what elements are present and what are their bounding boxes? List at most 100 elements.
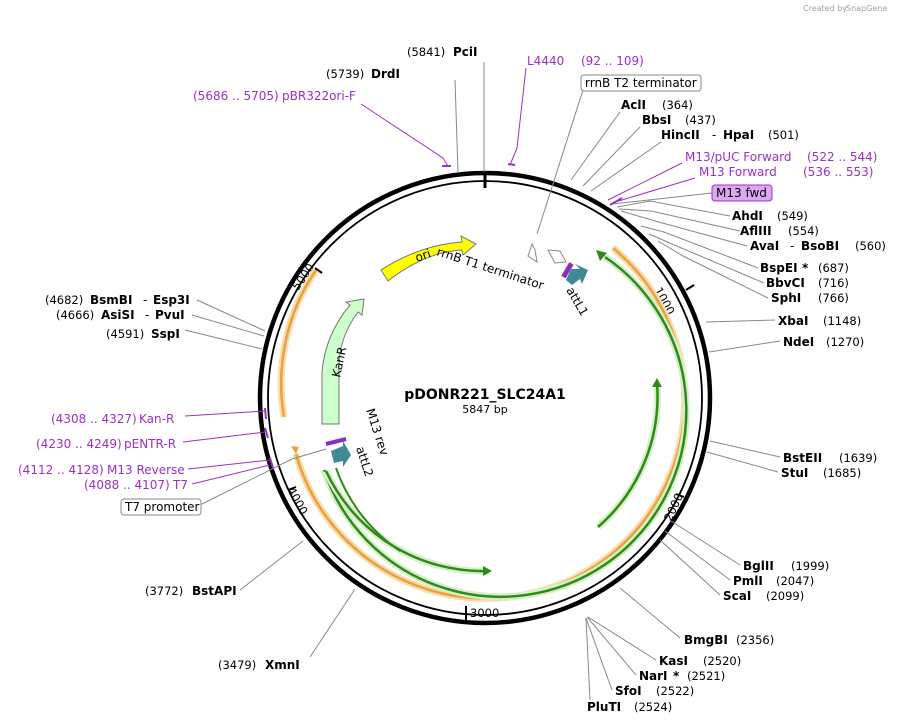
asisi-dash: - xyxy=(145,308,149,322)
orf-green-right-arrowhead xyxy=(652,378,662,387)
stui-pos: (1685) xyxy=(823,466,861,480)
orf-orange-arrowhead xyxy=(291,446,299,454)
bmgbi-name: BmgBI xyxy=(684,633,728,647)
afliii-pos: (554) xyxy=(788,224,819,238)
bsteii-name: BstEII xyxy=(783,451,822,465)
bbsi-pos: (437) xyxy=(685,113,716,127)
tick-mark-2000 xyxy=(675,493,685,498)
scai-name: ScaI xyxy=(723,589,751,603)
avai-dash: - xyxy=(790,239,794,253)
leader-nari xyxy=(586,616,637,676)
leader-bstapi xyxy=(239,540,304,591)
leader-xbai xyxy=(705,319,776,323)
leader-stui xyxy=(706,451,779,473)
leader-t7-promoter xyxy=(199,448,327,506)
ndei-name: NdeI xyxy=(783,335,814,349)
bspei-pos: (687) xyxy=(818,261,849,275)
leader-l4440 xyxy=(509,67,527,166)
t7-promoter-box xyxy=(120,498,202,516)
ori-label: ori xyxy=(413,246,432,264)
bglii-pos: (1999) xyxy=(791,559,829,573)
ahdi-name: AhdI xyxy=(732,209,763,223)
tick-mark-5000 xyxy=(314,267,323,274)
avai-name: AvaI xyxy=(750,239,779,253)
pluti-name: PluTI xyxy=(587,700,621,714)
plasmid-length: 5847 bp xyxy=(462,403,507,416)
hincii-dash: - xyxy=(712,128,716,142)
t7-mark xyxy=(269,457,274,469)
asisi-pos: (4666) xyxy=(56,308,94,322)
stui-name: StuI xyxy=(781,466,808,480)
m13r-name: M13 Reverse xyxy=(107,463,185,477)
leader-bmgbi xyxy=(619,587,681,639)
bbvci-pos: (716) xyxy=(818,276,849,290)
m13fwd-label: M13 fwd xyxy=(716,186,767,200)
drdi-name: DrdI xyxy=(371,67,400,81)
leader-drdi xyxy=(454,79,459,174)
credit-brand: SnapGene xyxy=(846,4,887,13)
pentr-r-name: pENTR-R xyxy=(124,437,176,451)
leader-bbsi xyxy=(582,126,641,187)
t7-promoter-label: T7 promoter xyxy=(124,500,200,514)
avai-pos: (560) xyxy=(855,239,886,253)
leader-bglii xyxy=(670,520,741,566)
bstapi-name: BstAPI xyxy=(192,584,237,598)
pcii-name: PciI xyxy=(453,45,478,59)
kasi-pos: (2520) xyxy=(703,654,741,668)
kanr-label: KanR xyxy=(329,345,349,378)
bspei-name: BspEI xyxy=(760,261,798,275)
m13fwd-box xyxy=(711,184,773,202)
leader-bbvci xyxy=(648,233,765,284)
hincii-name: HincII xyxy=(661,128,700,142)
sphi-name: SphI xyxy=(771,291,801,305)
m13f-range: (536 .. 553) xyxy=(803,165,873,179)
t7-name: T7 xyxy=(172,478,188,492)
leader-m13r xyxy=(187,459,271,470)
nari-pos: (2521) xyxy=(687,669,725,683)
attl1-primer-mark xyxy=(561,262,574,279)
bglii-name: BglII xyxy=(743,559,774,573)
tick-mark-1000 xyxy=(685,284,695,291)
orf-green-outer xyxy=(322,255,688,598)
leader-acli xyxy=(570,111,621,181)
plasmid-name: pDONR221_SLC24A1 xyxy=(404,387,566,403)
acli-name: AclI xyxy=(621,98,646,112)
hpai-name: HpaI xyxy=(723,128,754,142)
kanr-primer-range: (4308 .. 4327) xyxy=(51,412,137,426)
kanr-arrow xyxy=(321,298,365,425)
leader-kasi xyxy=(587,616,657,661)
leader-bspei xyxy=(640,225,759,269)
kanr-primer-name: Kan-R xyxy=(139,412,174,426)
sphi-pos: (766) xyxy=(818,291,849,305)
xbai-name: XbaI xyxy=(778,314,808,328)
attl1-arrow xyxy=(566,264,588,285)
leader-pluti xyxy=(585,617,591,701)
attl2-arrow xyxy=(331,441,351,467)
pvui-name: PvuI xyxy=(155,308,185,322)
rrnb-t1-arrow-b xyxy=(547,249,567,264)
orf-green-right xyxy=(597,382,659,528)
sspi-pos: (4591) xyxy=(106,327,144,341)
leader-bsteii xyxy=(709,440,781,458)
bsmbi-pos: (4682) xyxy=(45,293,83,307)
leader-pbr322ori xyxy=(360,103,449,167)
sfoi-name: SfoI xyxy=(615,684,642,698)
ori-arrow xyxy=(380,235,477,282)
orf-green-outer-arrowhead xyxy=(596,250,607,261)
leader-ndei xyxy=(708,340,781,353)
pmli-name: PmlI xyxy=(733,574,763,588)
xmni-pos: (3479) xyxy=(218,658,256,672)
leader-sphi xyxy=(657,240,769,299)
tick-3000: 3000 xyxy=(470,606,499,620)
bbvci-name: BbvCI xyxy=(766,276,805,290)
pluti-pos: (2524) xyxy=(634,700,672,714)
credit-created-by: Created by xyxy=(803,4,847,13)
m13f-name: M13 Forward xyxy=(699,165,777,179)
esp3i-name: Esp3I xyxy=(153,293,190,307)
pentr-r-mark xyxy=(264,427,269,439)
ndei-pos: (1270) xyxy=(826,335,864,349)
m13puc-range: (522 .. 544) xyxy=(807,150,877,164)
leader-pentr-r xyxy=(182,431,266,443)
leader-kanr-primer xyxy=(184,410,266,417)
